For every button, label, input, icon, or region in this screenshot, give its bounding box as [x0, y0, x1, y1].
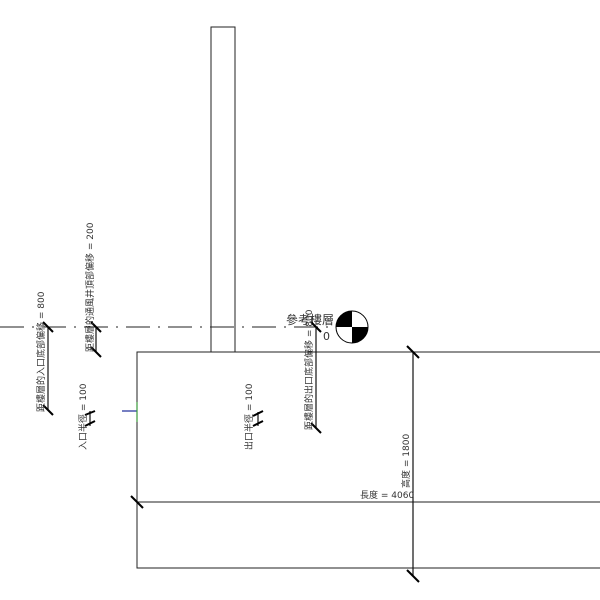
height-label: 高度 = 1800 — [400, 434, 412, 488]
length-label: 長度 = 4060 — [360, 489, 414, 501]
shaft-top-offset-label: 距樓層的通風井頂部偏移 = 200 — [84, 222, 96, 352]
main-body[interactable] — [136, 351, 600, 569]
inlet-bottom-offset-label: 距樓層的入口底部偏移 = 800 — [35, 291, 47, 412]
inlet-radius-label: 入口半徑 = 100 — [77, 383, 89, 450]
outlet-radius-label: 出口半徑 = 100 — [243, 383, 255, 450]
level-elevation: 0 — [323, 330, 330, 343]
outlet-bottom-offset-label: 距樓層的出口底部偏移 = 800 — [303, 309, 315, 430]
ventilation-shaft[interactable] — [210, 26, 236, 353]
level-head-icon[interactable] — [335, 310, 369, 344]
level-name: 參考樓層 — [286, 312, 334, 327]
